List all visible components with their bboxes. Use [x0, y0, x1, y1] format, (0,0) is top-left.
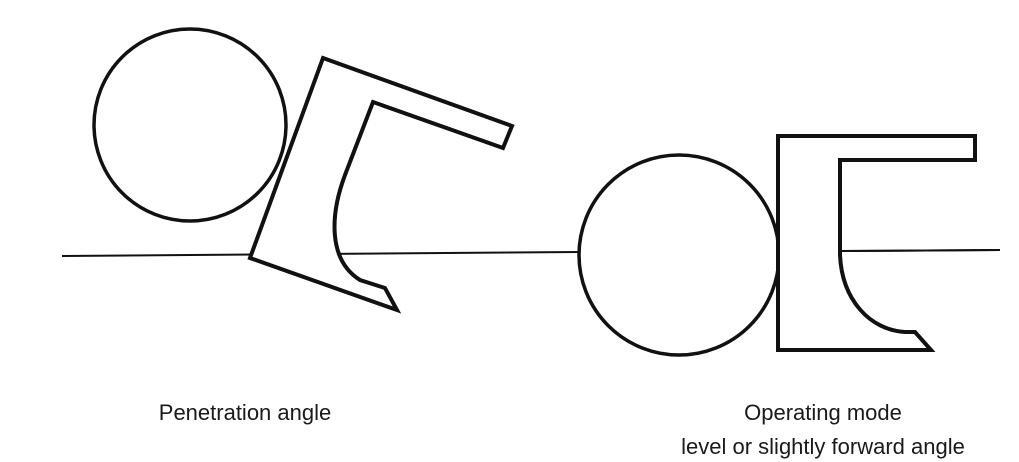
label-operating-mode: Operating mode [744, 400, 902, 425]
plough-share-tilted [247, 55, 515, 314]
label-penetration-angle: Penetration angle [158, 400, 332, 425]
plough-share-level [776, 134, 977, 352]
label-operating-mode-detail: level or slightly forward angle [681, 434, 965, 459]
wheel-right [577, 153, 781, 357]
ground-line-behind [841, 249, 1001, 252]
wheel-left [92, 27, 288, 223]
